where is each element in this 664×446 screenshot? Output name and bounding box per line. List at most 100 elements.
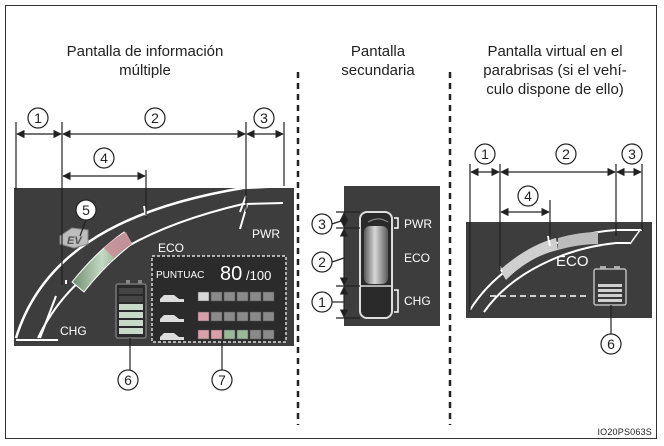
callout-number: 3 (318, 216, 326, 232)
secondary-tube-top (367, 218, 389, 223)
callout-number: 4 (100, 150, 108, 166)
callout-number: 1 (34, 110, 42, 126)
score-cell (262, 311, 275, 322)
callout-c2: 2 (144, 107, 166, 129)
callout-number: 3 (628, 146, 636, 162)
score-row (160, 329, 275, 340)
callout-number: 2 (151, 110, 159, 126)
callout-c1: 1 (474, 143, 496, 165)
score-cell (223, 291, 236, 302)
score-cell (236, 311, 249, 322)
hud-display-panel: ECO (466, 222, 652, 318)
chg-divider (39, 295, 57, 339)
secondary-tube-fill (364, 226, 388, 284)
callout-c3: 3 (621, 143, 643, 165)
callout-c2: 2 (555, 143, 577, 165)
score-cell (223, 329, 236, 340)
leader-secondary-pwr (331, 219, 345, 225)
score-cell (249, 291, 262, 302)
hud-pwr-divider (629, 229, 641, 245)
callout-c6: 6 (117, 369, 139, 391)
callout-c3: 3 (253, 107, 275, 129)
score-cell (262, 329, 275, 340)
score-cell (236, 329, 249, 340)
callout-c7: 7 (211, 369, 233, 391)
hud-eco-label: ECO (556, 253, 589, 270)
callout-number: 3 (260, 110, 268, 126)
score-cell (249, 311, 262, 322)
score-rows (160, 291, 275, 340)
callout-c5: 5 (75, 199, 97, 221)
multi-caption-line1: Pantalla de información (66, 43, 224, 60)
figure-frame (5, 5, 657, 439)
hud-inner-arc (483, 242, 630, 313)
figure-code: IO20PS063S (597, 427, 652, 437)
score-row (160, 291, 275, 302)
score-cell (236, 291, 249, 302)
multi-display-panel: ECO PWR CHG EV PUNTUAC (14, 184, 294, 346)
multi-display-caption: Pantalla de información múltiple (30, 42, 260, 80)
callout-c6: 6 (600, 333, 622, 355)
score-cell (197, 329, 210, 340)
secondary-pwr-bracket (394, 217, 399, 229)
callout-c2: 2 (311, 251, 333, 273)
score-label: PUNTUAC (156, 270, 204, 281)
car-icon (160, 295, 184, 302)
score-row (160, 311, 275, 322)
score-cell (210, 311, 223, 322)
callout-c4: 4 (517, 185, 539, 207)
callout-number: 5 (82, 202, 90, 218)
score-cell (249, 329, 262, 340)
score-cell (262, 291, 275, 302)
hud-caption-line1: Pantalla virtual en el (487, 43, 623, 60)
secondary-display-panel: PWR ECO CHG (344, 186, 440, 326)
hud-display-caption: Pantalla virtual en el parabrisas (si el… (462, 42, 648, 99)
score-value: 80 (220, 263, 242, 285)
pwr-divider (239, 195, 247, 213)
battery-gauge-icon (115, 280, 147, 339)
hud-caption-line2: parabrisas (si el vehí- (483, 62, 627, 79)
secondary-eco-label: ECO (404, 251, 430, 265)
hud-caption-line3: culo dispone de ello) (486, 81, 624, 98)
hud-battery-icon (593, 266, 627, 306)
callout-number: 1 (318, 294, 326, 310)
multi-pwr-label: PWR (252, 227, 280, 241)
secondary-caption-line2: secundaria (341, 62, 415, 79)
score-cell (210, 291, 223, 302)
callout-number: 6 (124, 372, 132, 388)
eco-bar-pink-segment (104, 232, 132, 258)
leader-ev (79, 219, 87, 237)
multi-chg-label: CHG (60, 324, 87, 338)
score-cell (210, 329, 223, 340)
callout-number: 4 (524, 188, 532, 204)
callout-c1: 1 (311, 291, 333, 313)
callout-markers: 1 2 3 4 5 6 7 3 2 1 1 2 3 4 6 (27, 107, 643, 391)
ev-label: EV (67, 235, 83, 247)
callout-c3: 3 (311, 213, 333, 235)
callout-c4: 4 (93, 147, 115, 169)
multi-eco-label: ECO (158, 241, 184, 255)
hud-eco-bar (500, 238, 558, 280)
callout-number: 1 (481, 146, 489, 162)
callout-c1: 1 (27, 107, 49, 129)
callout-number: 6 (607, 336, 615, 352)
secondary-pwr-label: PWR (404, 217, 432, 231)
callout-number: 2 (562, 146, 570, 162)
score-cell (197, 311, 210, 322)
car-icon (160, 315, 184, 322)
callout-number: 7 (218, 372, 226, 388)
multi-caption-line2: múltiple (119, 62, 171, 79)
score-cell (197, 291, 210, 302)
car-icon (160, 333, 184, 340)
secondary-chg-label: CHG (404, 294, 431, 308)
secondary-chg-bracket (394, 289, 399, 313)
score-max: /100 (246, 268, 271, 283)
callout-number: 2 (318, 254, 326, 270)
meter-outer-arc (14, 184, 284, 339)
leader-secondary-eco (331, 257, 345, 263)
secondary-caption-line1: Pantalla (350, 43, 406, 60)
dimension-lines (15, 122, 643, 319)
hud-eco-end (547, 235, 551, 247)
